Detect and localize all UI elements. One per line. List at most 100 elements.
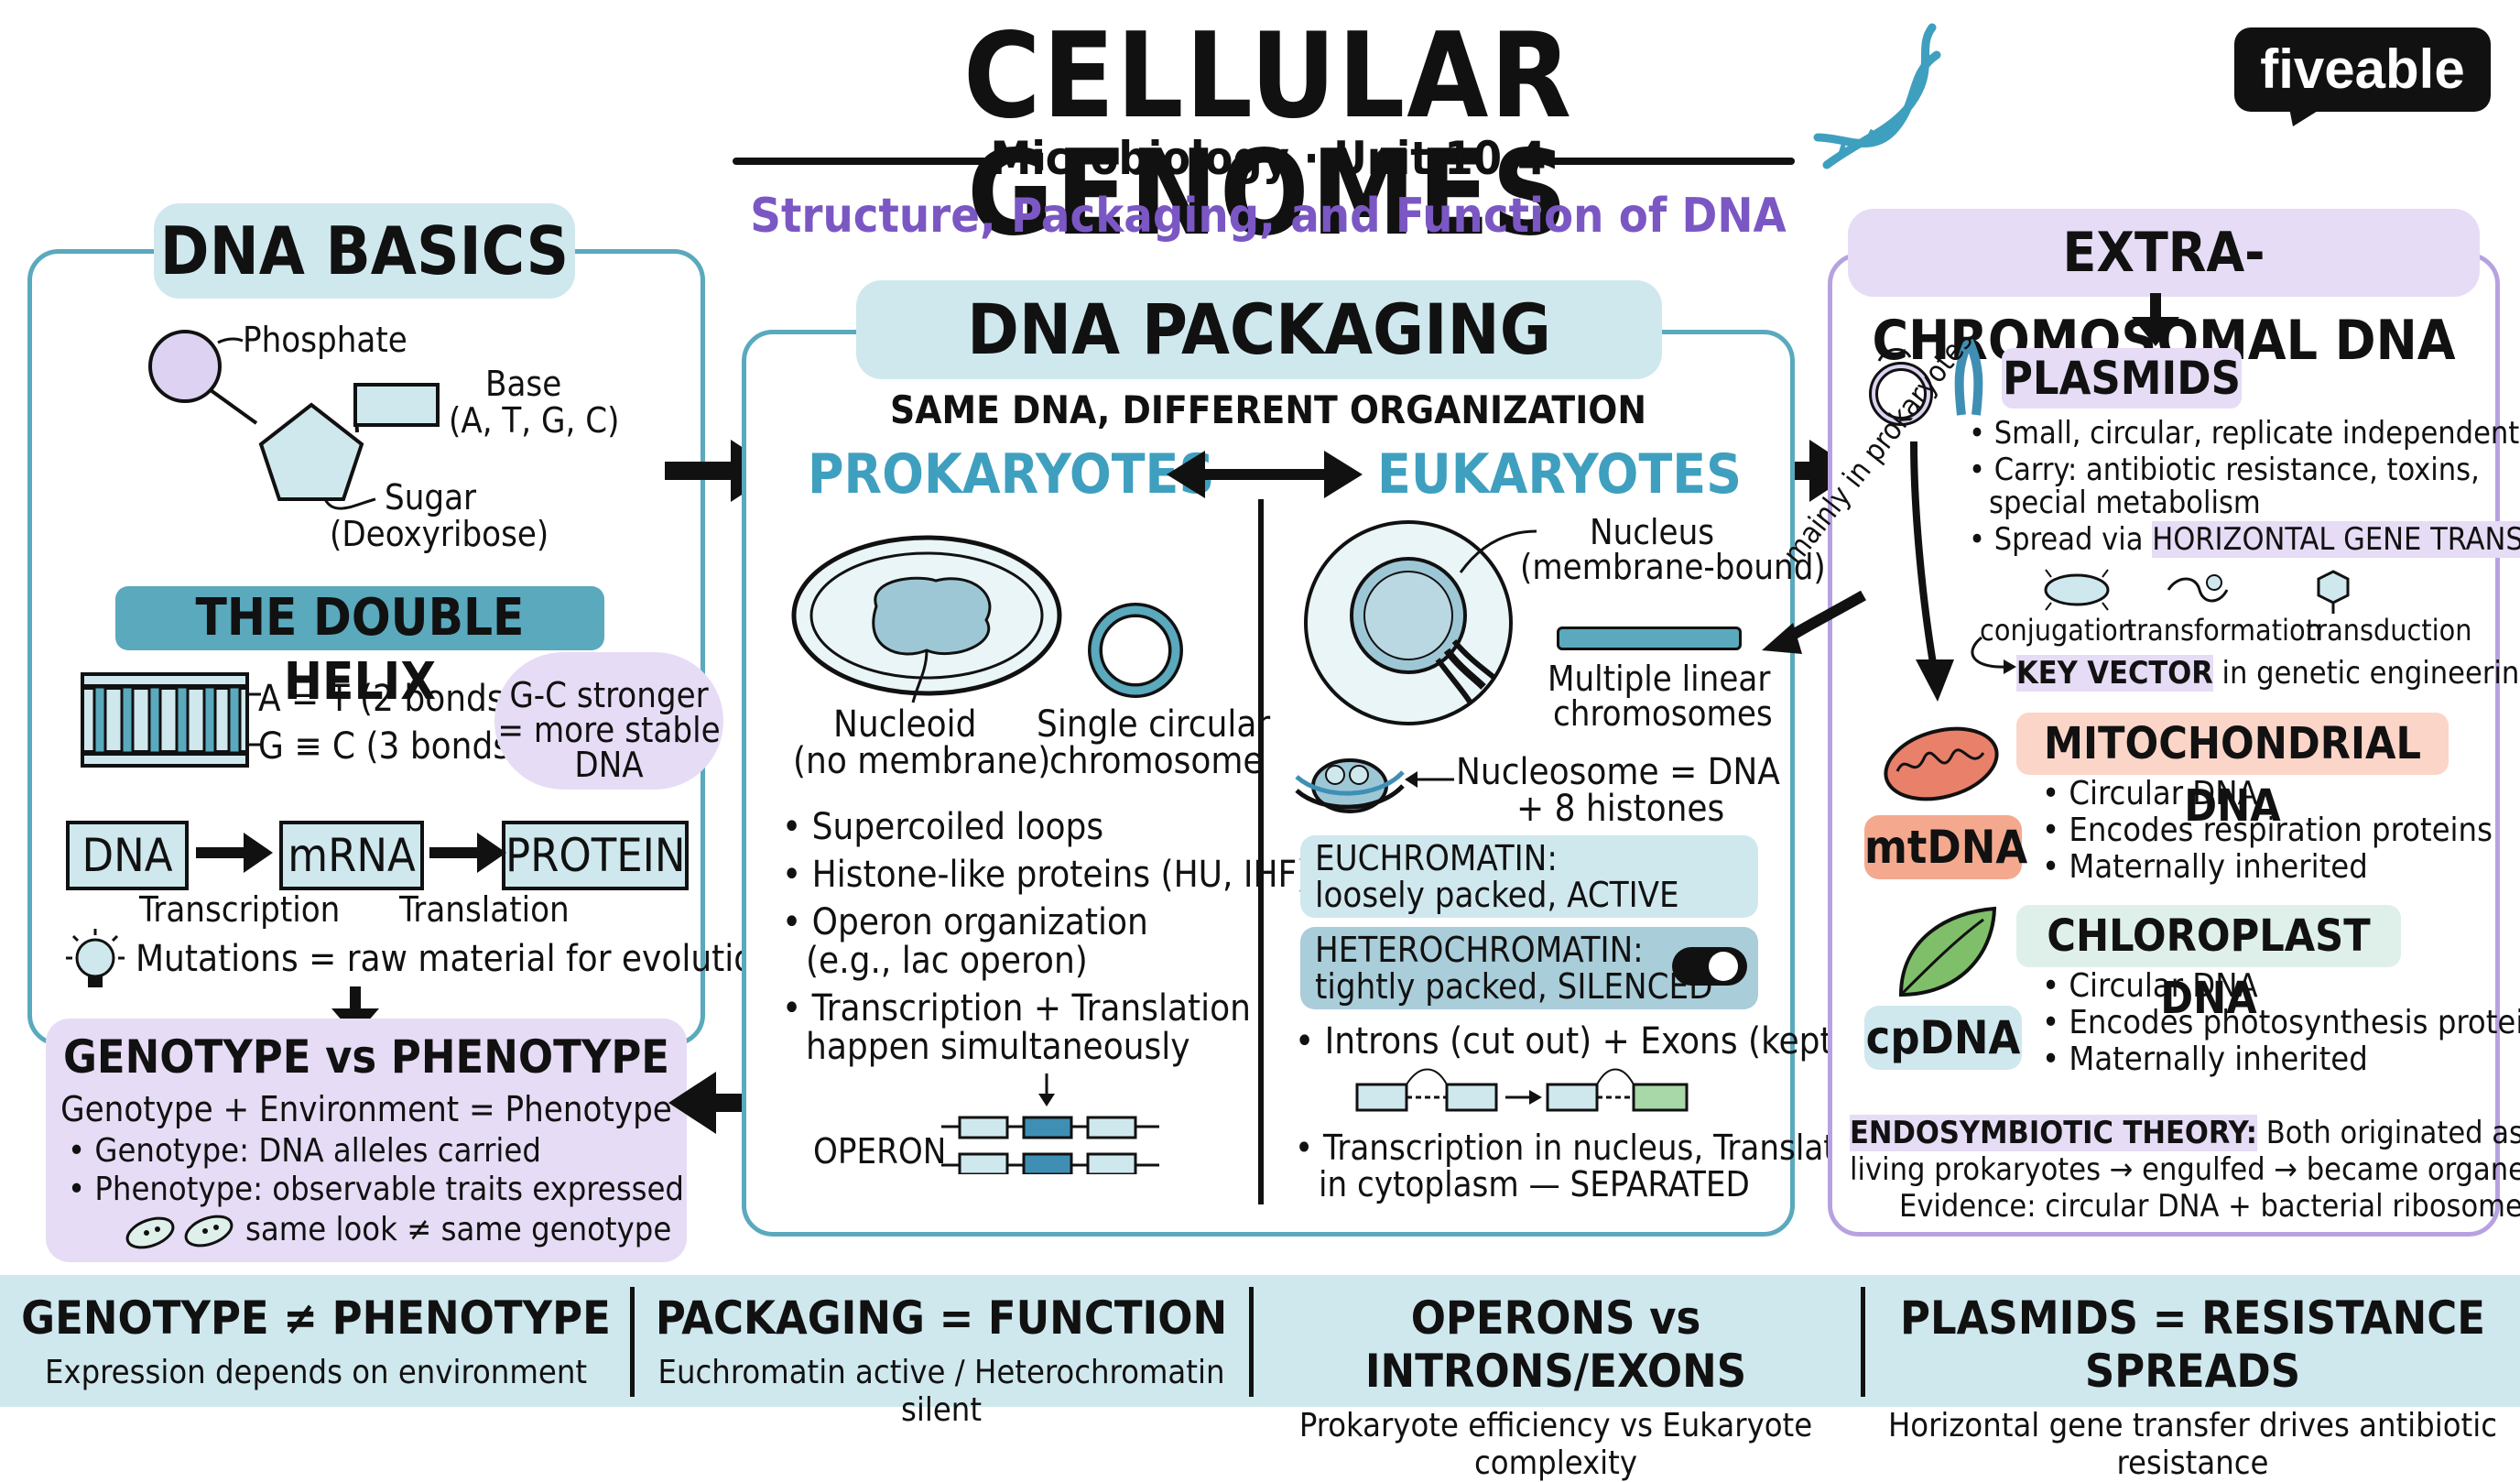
- fiveable-logo[interactable]: fiveable: [2234, 27, 2491, 112]
- footer-subtext: Euchromatin active / Heterochromatin sil…: [657, 1354, 1225, 1429]
- plasmid-bullet: • Carry: antibiotic resistance, toxins,: [1969, 452, 2480, 488]
- genotype-equation: Genotype + Environment = Phenotype: [60, 1089, 672, 1129]
- euchromatin-label: EUCHROMATIN:: [1315, 838, 1558, 878]
- arrow-left-icon: [1762, 590, 1866, 654]
- footer-heading: PACKAGING = FUNCTION: [655, 1291, 1228, 1345]
- key-vector-note: KEY VECTOR in genetic engineering!: [2016, 655, 2520, 692]
- flow-mrna-box: mRNA: [279, 821, 424, 890]
- mito-bullet: • Encodes respiration proteins: [2042, 812, 2493, 849]
- double-arrow-icon: [1167, 451, 1363, 498]
- single-circular-label-2: chromosome: [1049, 740, 1264, 782]
- footer-item-packaging: PACKAGING = FUNCTION Euchromatin active …: [635, 1291, 1248, 1429]
- euchromatin-desc: loosely packed, ACTIVE: [1315, 875, 1679, 915]
- key-vector-highlight: KEY VECTOR: [2016, 655, 2213, 692]
- footer-heading: OPERONS vs INTRONS/EXONS: [1364, 1291, 1747, 1398]
- header-rule-right: [1529, 158, 1795, 165]
- translation-label: Translation: [399, 889, 570, 930]
- footer-subtext: Horizontal gene transfer drives antibiot…: [1887, 1407, 2498, 1482]
- introns-exons-bullet: • Introns (cut out) + Exons (kept): [1295, 1020, 1846, 1062]
- dna-packaging-label: DNA PACKAGING: [856, 280, 1662, 379]
- endosymbiotic-text: Both originated as free-: [2265, 1115, 2520, 1151]
- toggle-knob: [1709, 952, 1738, 981]
- gc-note-2: = more stable: [497, 710, 721, 750]
- single-circular-label: Single circular: [1037, 703, 1271, 746]
- nucleus-sublabel: (membrane-bound): [1520, 547, 1826, 587]
- prokaryote-bullet: • Operon organization: [782, 901, 1148, 943]
- heterochromatin-label: HETEROCHROMATIN:: [1315, 930, 1644, 970]
- linear-chromosome-icon: [1557, 627, 1742, 650]
- base-sublabel: (A, T, G, C): [449, 400, 620, 441]
- chloro-bullet: • Encodes photosynthesis proteins: [2042, 1004, 2520, 1041]
- eukaryote-cell-diagram: [1304, 520, 1513, 725]
- conjugation-label: conjugation: [1980, 613, 2134, 648]
- endosymbiotic-line-2: living prokaryotes → engulfed → became o…: [1850, 1151, 2520, 1188]
- plasmid-icon: [1869, 338, 1983, 426]
- footer-divider: [1249, 1287, 1254, 1397]
- arrow-down-icon: [2132, 293, 2179, 346]
- endosymbiotic-heading: ENDOSYMBIOTIC THEORY:: [1850, 1115, 2258, 1151]
- summary-footer: [0, 1275, 2520, 1407]
- extra-chromosomal-label: EXTRA-CHROMOSOMAL DNA: [1848, 209, 2480, 373]
- arrow-left-icon: [1405, 771, 1454, 788]
- packaging-subhead: SAME DNA, DIFFERENT ORGANIZATION: [890, 387, 1646, 432]
- nucleus-label: Nucleus: [1590, 512, 1715, 552]
- nucleosome-label-2: + 8 histones: [1516, 788, 1725, 830]
- gc-note-bubble: [494, 652, 723, 790]
- header-rule-left: [733, 158, 989, 165]
- footer-heading: PLASMIDS = RESISTANCE SPREADS: [1900, 1291, 2485, 1398]
- gc-bonds: G ≡ C (3 bonds): [258, 725, 524, 768]
- prokaryote-cell-diagram: [791, 535, 1062, 703]
- circular-chromosome-icon: [1088, 603, 1183, 698]
- footer-item-genotype: GENOTYPE ≠ PHENOTYPE Expression depends …: [0, 1291, 632, 1391]
- prokaryote-bullet: happen simultaneously: [806, 1026, 1190, 1068]
- mito-bullet: • Maternally inherited: [2042, 848, 2368, 886]
- separated-bullet: • Transcription in nucleus, Translation: [1295, 1128, 1884, 1168]
- flow-dna-box: DNA: [66, 821, 189, 890]
- genotype-note: same look ≠ same genotype: [245, 1211, 672, 1248]
- footer-item-plasmids: PLASMIDS = RESISTANCE SPREADS Horizontal…: [1865, 1291, 2520, 1482]
- plasmids-label: PLASMIDS: [2002, 348, 2242, 409]
- arrow-down-curved-icon: [1910, 441, 1954, 702]
- arrow-right-icon: [429, 833, 506, 873]
- mutations-note: Mutations = raw material for evolution: [136, 938, 776, 980]
- nucleotide-diagram: [148, 330, 440, 510]
- at-bonds: A = T (2 bonds): [258, 678, 517, 720]
- prokaryote-bullet: (e.g., lac operon): [806, 940, 1088, 982]
- mito-bullet: • Circular DNA: [2042, 775, 2258, 812]
- genotype-label: GENOTYPE vs PHENOTYPE: [62, 1030, 670, 1084]
- nucleosome-label: Nucleosome = DNA: [1456, 751, 1780, 793]
- plasmid-bullet: • Spread via HORIZONTAL GENE TRANSFER: [1969, 521, 2520, 558]
- footer-heading: GENOTYPE ≠ PHENOTYPE: [21, 1291, 611, 1345]
- key-vector-text: in genetic engineering!: [2212, 655, 2520, 692]
- flow-protein-box: PROTEIN: [502, 821, 689, 890]
- logo-tail: [2289, 108, 2322, 126]
- page-title: CELLULAR GENOMES: [962, 8, 1574, 262]
- lightbulb-icon: [66, 929, 125, 987]
- eukaryotes-heading: EUKARYOTES: [1377, 442, 1743, 507]
- nucleus-pointer: [1459, 529, 1537, 573]
- bacteria-icon: [125, 1215, 234, 1249]
- splicing-diagram: [1355, 1068, 1689, 1112]
- mitochondrial-dna-label: MITOCHONDRIAL DNA: [2016, 713, 2449, 832]
- double-helix-label: THE DOUBLE HELIX: [115, 586, 604, 712]
- double-helix-ladder: [81, 672, 261, 768]
- sugar-label: Sugar: [385, 477, 477, 518]
- nucleoid-sublabel: (no membrane): [793, 740, 1051, 782]
- endosymbiotic-line-3: Evidence: circular DNA + bacterial ribos…: [1899, 1188, 2520, 1225]
- separated-bullet-2: in cytoplasm — SEPARATED: [1319, 1164, 1750, 1204]
- footer-subtext: Expression depends on environment: [44, 1354, 588, 1391]
- nucleoid-label: Nucleoid: [833, 703, 977, 746]
- prokaryotes-heading: PROKARYOTES: [808, 442, 1215, 507]
- gene-transfer-icons: [2044, 569, 2350, 614]
- dna-packaging-panel: [742, 330, 1795, 1237]
- footer-divider: [1861, 1287, 1865, 1397]
- gc-note-1: G-C stronger: [509, 675, 709, 715]
- chloro-bullet: • Circular DNA: [2042, 967, 2258, 1005]
- linear-chromosomes-label-2: chromosomes: [1553, 693, 1773, 734]
- dna-helix-icon: [1813, 23, 1941, 169]
- chloroplast-dna-label: CHLOROPLAST DNA: [2016, 905, 2401, 1024]
- prokaryote-bullet: • Histone-like proteins (HU, IHF): [782, 854, 1310, 896]
- hgt-highlight: HORIZONTAL GENE TRANSFER: [2152, 521, 2520, 558]
- cpdna-label: cpDNA: [1864, 1006, 2022, 1070]
- packaging-divider: [1258, 499, 1264, 1204]
